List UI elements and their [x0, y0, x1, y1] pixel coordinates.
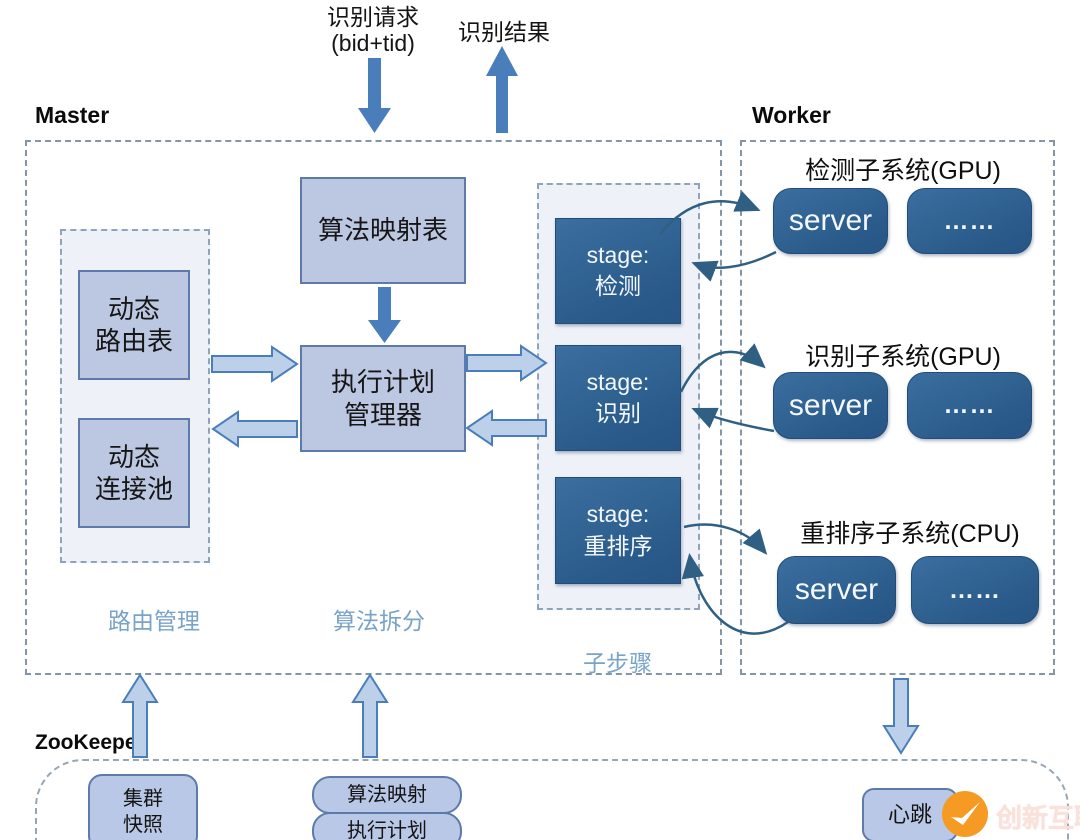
stage-detect-box: stage: 检测 — [555, 218, 681, 324]
server-box-rerank: server — [777, 556, 896, 624]
worker-to-zk-down-arrow — [882, 678, 920, 755]
stage-recognize-line-2: 识别 — [595, 400, 641, 426]
stage-rerank-line-2: 重排序 — [583, 532, 653, 559]
dynamic-connection-pool-line-1: 动态 — [107, 441, 160, 472]
worker-container — [740, 140, 1055, 675]
zookeeper-title: ZooKeeper — [35, 731, 145, 754]
subsystem-detect-title: 检测子系统(GPU) — [805, 157, 1001, 185]
server-box-recognize: server — [773, 372, 888, 439]
execution-plan-pill: 执行计划 — [312, 812, 462, 840]
more-servers-box-rerank: …… — [911, 556, 1039, 624]
more-servers-box-detect: …… — [907, 188, 1032, 254]
request-label-line-1: 识别请求 — [327, 4, 419, 30]
server-box-detect: server — [773, 188, 888, 254]
result-up-arrow — [486, 46, 518, 133]
substeps-caption: 子步骤 — [583, 650, 652, 676]
algorithm-mapping-pill: 算法映射 — [312, 776, 462, 814]
zookeeper-container — [35, 759, 1069, 840]
watermark-text: 创新互联 — [996, 803, 1080, 833]
result-label: 识别结果 — [458, 19, 550, 45]
master-title: Master — [35, 102, 110, 128]
stage-detect-line-1: stage: — [586, 241, 650, 268]
dynamic-connection-pool-box: 动态 连接池 — [78, 418, 190, 528]
request-down-arrow — [358, 58, 391, 133]
dynamic-routing-table-box: 动态 路由表 — [78, 270, 190, 380]
dynamic-connection-pool-line-2: 连接池 — [94, 474, 173, 504]
execution-plan-manager-line-2: 管理器 — [343, 399, 422, 430]
cx-logo-icon — [942, 791, 988, 837]
cluster-snapshot-line-1: 集群 — [123, 788, 163, 810]
zk-up-arrow-center — [351, 673, 389, 758]
request-label-line-2: (bid+tid) — [331, 30, 415, 57]
routing-caption: 路由管理 — [108, 608, 200, 634]
dynamic-routing-table-line-1: 动态 — [107, 293, 160, 324]
stage-detect-line-2: 检测 — [595, 273, 641, 299]
more-servers-box-recognize: …… — [907, 372, 1032, 439]
stage-recognize-line-1: stage: — [586, 368, 650, 395]
cluster-snapshot-line-2: 快照 — [123, 814, 163, 836]
stage-recognize-box: stage: 识别 — [555, 345, 681, 451]
subsystem-recognize-title: 识别子系统(GPU) — [805, 343, 1001, 371]
worker-title: Worker — [752, 102, 831, 128]
request-label: 识别请求 (bid+tid) — [303, 4, 443, 57]
subsystem-rerank-title: 重排序子系统(CPU) — [800, 520, 1020, 548]
algorithm-mapping-table-box: 算法映射表 — [300, 177, 466, 284]
algorithm-split-caption: 算法拆分 — [333, 608, 425, 634]
stage-rerank-box: stage: 重排序 — [555, 477, 681, 584]
dynamic-routing-table-line-2: 路由表 — [94, 326, 173, 356]
stage-rerank-line-1: stage: — [586, 501, 650, 528]
execution-plan-manager-line-1: 执行计划 — [330, 367, 435, 397]
execution-plan-manager-box: 执行计划 管理器 — [300, 345, 466, 452]
cluster-snapshot-box: 集群 快照 — [88, 774, 198, 840]
